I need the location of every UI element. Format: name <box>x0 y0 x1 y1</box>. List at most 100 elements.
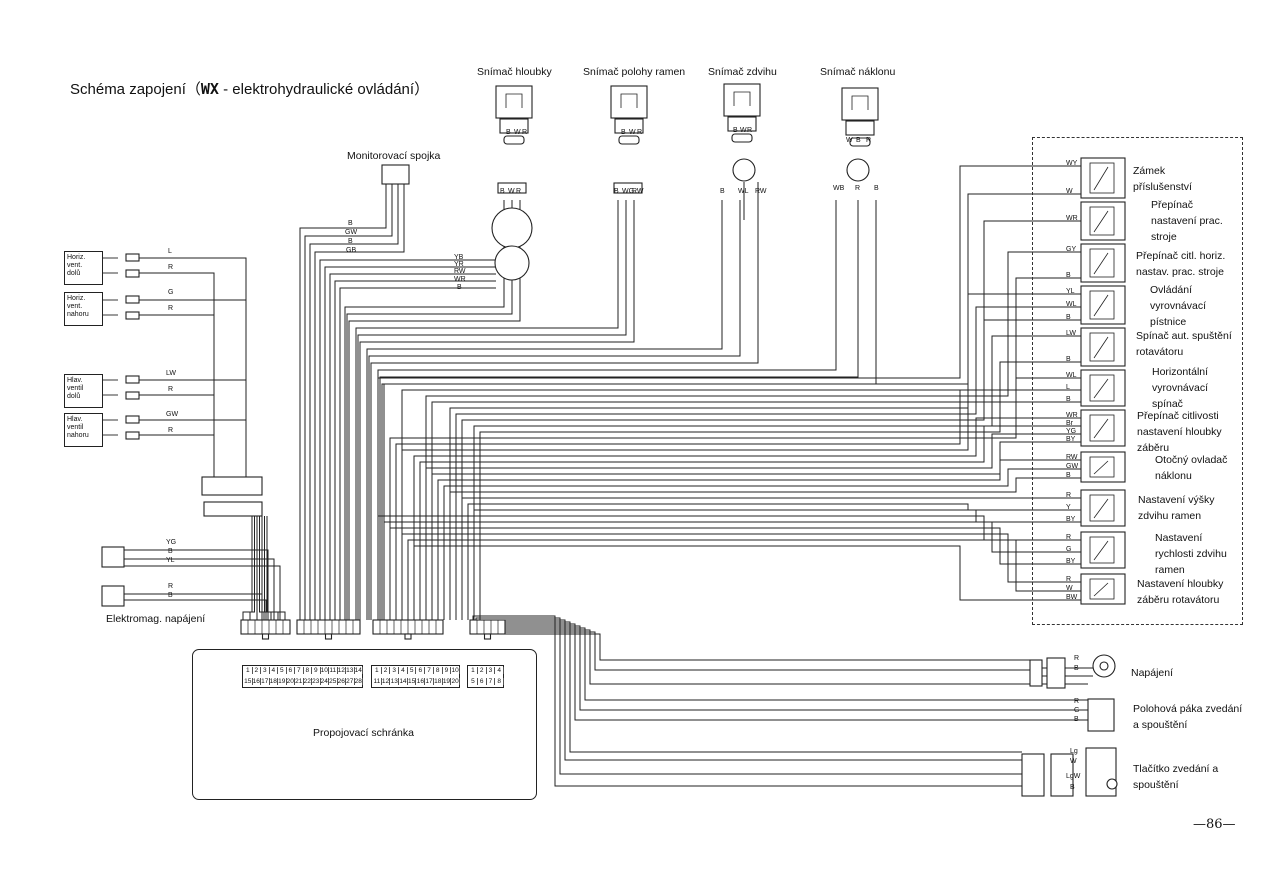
sensor4-pin: R <box>866 137 872 144</box>
component-wire <box>425 251 1062 620</box>
harness-label: WL <box>738 188 749 195</box>
sensor-wire <box>366 200 723 620</box>
sensor-lift-plug <box>727 116 757 132</box>
junction-pin: 20 <box>286 677 295 685</box>
junction-pin: 22 <box>303 677 312 685</box>
component-wire <box>437 459 1062 620</box>
monitor-wire <box>314 184 405 620</box>
junction-pin: 7 <box>487 677 496 685</box>
switch-lever-icon <box>1093 418 1109 439</box>
round-connector-wire: YB <box>454 254 464 261</box>
monitor-connector-label: Monitorovací spojka <box>347 150 441 162</box>
sensor-wire <box>379 200 859 620</box>
component-wire-label: GY <box>1066 246 1077 253</box>
component-wire <box>455 306 1062 620</box>
lever-wire: B <box>1074 716 1079 723</box>
button-wire: W <box>1070 758 1077 765</box>
round-connector-wire: YR <box>454 261 464 268</box>
component-wire <box>461 319 1062 620</box>
component-label-9: Nastavení výšky zdvihu ramen <box>1138 494 1215 522</box>
switch-lever-icon <box>1093 498 1109 519</box>
component-wire-label: B <box>1066 356 1071 363</box>
component-label-7: Přepínač citlivosti nastavení hloubky zá… <box>1137 410 1222 454</box>
component-box-2 <box>1080 201 1126 241</box>
bottom-wire <box>475 617 1022 775</box>
button-label: Tlačítko zvedání a spouštění <box>1133 763 1219 791</box>
sensor1-pin: R <box>522 129 528 136</box>
harness-label: W <box>508 188 515 195</box>
component-wire <box>467 503 1062 620</box>
junction-pin: 12 <box>337 667 346 674</box>
component-wire-label: LW <box>1066 330 1076 337</box>
trunk-wire <box>249 516 255 620</box>
valve-plug-icon <box>125 269 140 278</box>
switch-icon <box>1089 494 1115 522</box>
valve-text: Hlav. <box>67 377 83 384</box>
monitor-wire <box>304 184 393 620</box>
valve-horizontal-down: Horiz.vent.dolů <box>64 251 103 285</box>
junction-pin: 10 <box>320 667 329 674</box>
harness-label: R <box>855 185 861 192</box>
button-connector <box>1021 753 1045 797</box>
switch-icon <box>1089 374 1115 402</box>
valve-wire-label: L <box>168 248 172 255</box>
switch-icon <box>1089 162 1115 194</box>
valve-text: vent. <box>67 303 83 310</box>
plug-icon <box>731 133 753 143</box>
sensor4-pin: B <box>856 137 861 144</box>
valve-wire <box>139 434 215 478</box>
component-wire <box>389 377 1062 620</box>
component-wire-label: WR <box>1066 412 1078 419</box>
harness-label: R <box>516 188 522 195</box>
switch-lever-icon <box>1093 378 1109 399</box>
component-label-8: Otočný ovladač náklonu <box>1155 454 1228 482</box>
junction-box-label: Propojovací schránka <box>313 727 414 739</box>
junction-pin: 2 <box>382 667 391 674</box>
valve-plug-icon <box>125 391 140 400</box>
component-wire <box>413 417 1062 620</box>
valve-wire <box>139 257 247 478</box>
sensor2-pin: R <box>637 129 643 136</box>
valve-wire-label: R <box>168 427 174 434</box>
component-wire <box>419 425 1062 620</box>
round-connector-wire: WR <box>454 276 466 283</box>
junction-pin: 14 <box>399 677 408 685</box>
button-icon <box>1106 778 1118 790</box>
component-wire-label: B <box>1066 314 1071 321</box>
switch-lever-icon <box>1093 336 1109 359</box>
small-connector <box>101 546 125 568</box>
junction-pin: 4 <box>270 667 278 674</box>
solenoid-wire <box>124 599 267 620</box>
switch-lever-icon <box>1093 210 1109 233</box>
valve-text: dolů <box>67 393 81 400</box>
sensor2-pin: W <box>629 129 636 136</box>
component-wire <box>431 441 1062 620</box>
sensor-wire <box>377 200 837 620</box>
plug-icon <box>849 137 871 147</box>
sensor-wire <box>359 200 635 620</box>
sensor-depth <box>495 85 533 119</box>
connector-key <box>404 633 412 640</box>
component-wire-label: R <box>1066 576 1072 583</box>
switch-lever-icon <box>1093 166 1109 191</box>
junction-pin: 3 <box>390 667 400 674</box>
junction-pin: 15 <box>408 677 417 685</box>
power-wire: R <box>1074 655 1080 662</box>
switch-lever-icon <box>1093 294 1109 317</box>
valve-plug-icon <box>125 295 140 304</box>
component-box-5 <box>1080 327 1126 367</box>
bottom-wire <box>484 623 1088 721</box>
sensor-wire <box>357 200 627 620</box>
valve-wire-label: LW <box>166 370 176 377</box>
junction-pin: 17 <box>261 677 270 685</box>
solenoid-wire <box>124 593 263 620</box>
component-wire-label: W <box>1066 585 1073 592</box>
switch-lever-icon <box>1093 540 1109 561</box>
junction-pin: 10 <box>451 667 460 674</box>
lever-wire: R <box>1074 698 1080 705</box>
monitor-wire <box>309 184 399 620</box>
component-wire-label: WY <box>1066 160 1078 167</box>
junction-pin: 16 <box>416 677 426 685</box>
